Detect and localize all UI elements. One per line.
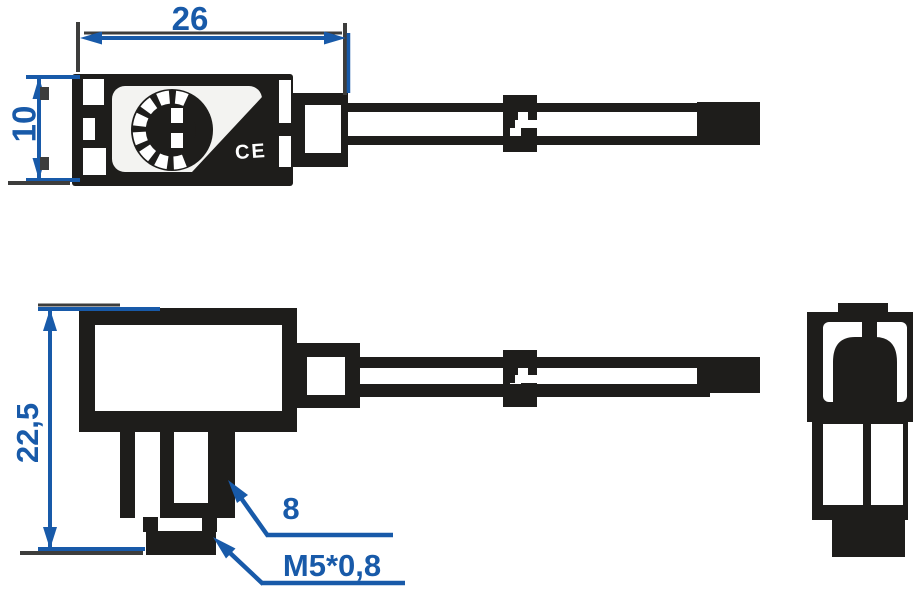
callout-thread: M5*0,8 — [213, 537, 405, 586]
ce-mark: CE — [234, 140, 267, 164]
side-view — [79, 308, 760, 555]
dim-label-length: 26 — [172, 0, 209, 37]
dim-arrow-down — [43, 527, 57, 549]
dim-arrow-left — [80, 31, 102, 45]
sensor-label: CE — [112, 86, 268, 172]
top-view: CE — [72, 74, 760, 186]
dimension-body-length: 26 — [76, 0, 351, 95]
callout-nut-size: 8 — [228, 480, 393, 538]
cable-connector-side — [295, 343, 360, 408]
dim-arrow-right — [324, 31, 346, 45]
end-view-dome — [833, 337, 897, 402]
end-view-stem — [832, 520, 905, 557]
dimension-total-height: 22,5 — [10, 303, 160, 555]
threaded-stem — [120, 430, 235, 555]
dim-label-height: 10 — [6, 106, 43, 143]
dim-label-total-height: 22,5 — [10, 403, 45, 463]
cable-end-side — [697, 357, 760, 393]
callout-label-thread: M5*0,8 — [283, 548, 381, 583]
cable-connector-top — [293, 93, 348, 167]
dimension-body-height: 10 — [6, 75, 80, 185]
cable-top — [348, 95, 760, 152]
end-view — [807, 303, 913, 557]
mounting-nut — [146, 531, 216, 555]
cable-end-top — [697, 102, 760, 145]
dim-arrow-up — [43, 309, 57, 331]
adjuster-dial-icon — [131, 89, 213, 171]
cable-side — [360, 350, 760, 407]
callout-label-nut: 8 — [282, 491, 299, 526]
